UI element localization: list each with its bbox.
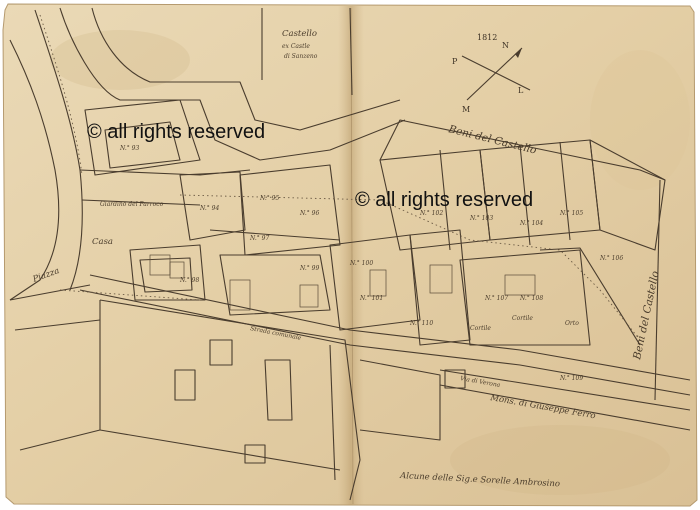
label-castello-sub2: di Sanzeno (284, 53, 318, 60)
dotted-boundaries (39, 14, 641, 341)
parcel-number: N.° 110 (409, 320, 433, 327)
label-cortile: Cortile (470, 325, 491, 332)
label-giardino: Giardino del Parroco (100, 201, 164, 208)
parcel-numbers: N.° 93 N.° 94 N.° 95 N.° 96 N.° 97 N.° 98 N.° … (119, 145, 623, 382)
parcel-number: N.° 96 (299, 210, 319, 217)
paper-stain (450, 425, 670, 495)
buildings (149, 254, 536, 311)
compass-east: L (518, 86, 524, 95)
label-orto: Orto (565, 320, 579, 327)
parcel-number: N.° 94 (199, 205, 219, 212)
parcel-number: N.° 104 (519, 220, 543, 227)
label-cortile-2: Cortile (512, 315, 533, 322)
parcel-number: N.° 103 (469, 215, 493, 222)
compass-year: 1812 (477, 33, 497, 42)
parcel-number: N.° 95 (259, 195, 279, 202)
upper-road (59, 7, 406, 161)
parcel-number: N.° 97 (249, 235, 269, 242)
lower-road (9, 274, 691, 431)
parcel-number: N.° 107 (484, 295, 508, 302)
parcel-number: N.° 101 (359, 295, 383, 302)
watermark-text: © all rights reserved (87, 121, 265, 143)
parcel-number: N.° 98 (179, 277, 199, 284)
parcel-number: N.° 93 (119, 145, 139, 152)
fold-crease (350, 7, 354, 505)
paper-stain (50, 30, 190, 90)
label-casa: Casa (92, 237, 113, 247)
compass-rose: 1812 N L P M (452, 33, 531, 114)
lower-parcels (14, 299, 466, 501)
parcel-outlines (84, 99, 666, 401)
parcel-number: N.° 106 (599, 255, 623, 262)
compass-south: M (462, 105, 470, 114)
paper-stain (590, 50, 690, 190)
parcel-number: N.° 102 (419, 210, 443, 217)
parcel-number: N.° 99 (299, 265, 319, 272)
watermark-text: © all rights reserved (355, 189, 533, 211)
compass-north: N (502, 41, 509, 50)
parcel-number: N.° 109 (559, 375, 583, 382)
parcel-number: N.° 108 (519, 295, 543, 302)
compass-west: P (452, 57, 458, 66)
label-castello-sub: ex Castle (282, 43, 310, 50)
label-castello: Castello (282, 29, 317, 39)
parcel-number: N.° 105 (559, 210, 583, 217)
parcel-number: N.° 100 (349, 260, 373, 267)
